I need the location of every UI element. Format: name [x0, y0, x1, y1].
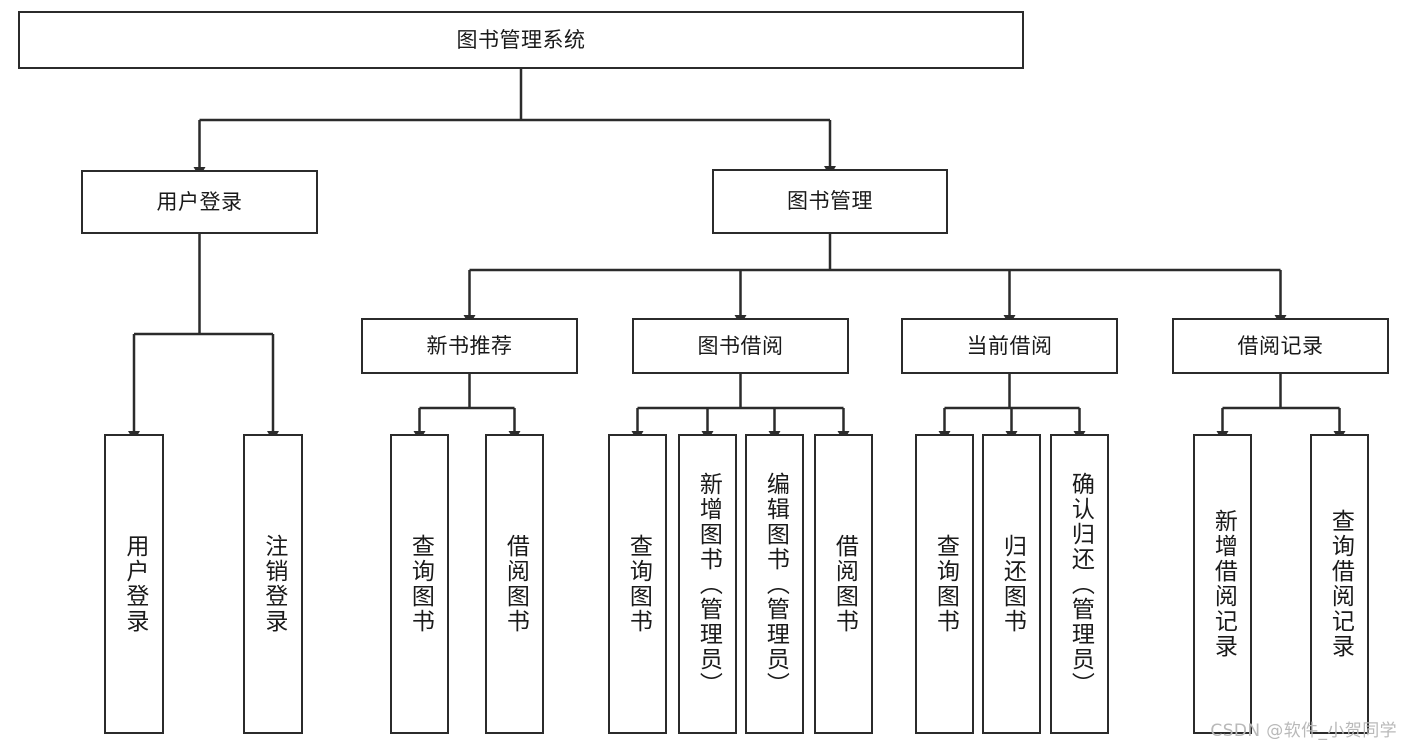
node-l3-return-book[interactable]: 归还图书 — [982, 434, 1041, 734]
node-label: 借阅图书 — [831, 534, 858, 634]
node-l3-query-book-b[interactable]: 查询图书 — [608, 434, 667, 734]
node-label: 图书借阅 — [697, 333, 784, 358]
node-label: 新书推荐 — [426, 333, 513, 358]
node-root[interactable]: 图书管理系统 — [18, 11, 1024, 69]
node-label: 确认归还（管理员） — [1067, 471, 1094, 697]
node-l1-user-login[interactable]: 用户登录 — [81, 170, 318, 234]
node-l3-add-record[interactable]: 新增借阅记录 — [1193, 434, 1252, 734]
node-l2-borrow-record[interactable]: 借阅记录 — [1172, 318, 1389, 374]
node-label: 用户登录 — [156, 189, 243, 214]
node-label: 新增借阅记录 — [1210, 509, 1237, 659]
node-l3-edit-book[interactable]: 编辑图书（管理员） — [745, 434, 804, 734]
node-label: 查询图书 — [625, 534, 652, 634]
node-label: 用户登录 — [121, 534, 148, 634]
node-l1-book-mgmt[interactable]: 图书管理 — [712, 169, 948, 234]
node-label: 查询借阅记录 — [1327, 509, 1354, 659]
node-l3-add-book[interactable]: 新增图书（管理员） — [678, 434, 737, 734]
node-l2-current-borrow[interactable]: 当前借阅 — [901, 318, 1118, 374]
node-label: 当前借阅 — [966, 333, 1053, 358]
watermark-label: CSDN @软件_小贺同学 — [1210, 721, 1397, 741]
node-label: 编辑图书（管理员） — [762, 471, 789, 697]
node-l3-query-book-a[interactable]: 查询图书 — [390, 434, 449, 734]
node-l3-confirm-return[interactable]: 确认归还（管理员） — [1050, 434, 1109, 734]
node-label: 归还图书 — [999, 534, 1026, 634]
node-l3-user-login[interactable]: 用户登录 — [104, 434, 164, 734]
node-label: 图书管理 — [787, 189, 873, 214]
node-label: 查询图书 — [932, 534, 959, 634]
node-label: 新增图书（管理员） — [695, 471, 722, 697]
node-l3-query-book-c[interactable]: 查询图书 — [915, 434, 974, 734]
node-l3-borrow-book-a[interactable]: 借阅图书 — [485, 434, 544, 734]
node-label: 注销登录 — [260, 534, 287, 634]
node-l3-query-record[interactable]: 查询借阅记录 — [1310, 434, 1369, 734]
node-label: 图书管理系统 — [456, 27, 586, 52]
node-label: 借阅记录 — [1237, 333, 1324, 358]
node-l3-borrow-book-b[interactable]: 借阅图书 — [814, 434, 873, 734]
node-label: 查询图书 — [407, 534, 434, 634]
node-l2-book-borrow[interactable]: 图书借阅 — [632, 318, 849, 374]
node-l3-logout[interactable]: 注销登录 — [243, 434, 303, 734]
node-l2-new-book-rec[interactable]: 新书推荐 — [361, 318, 578, 374]
node-label: 借阅图书 — [502, 534, 529, 634]
